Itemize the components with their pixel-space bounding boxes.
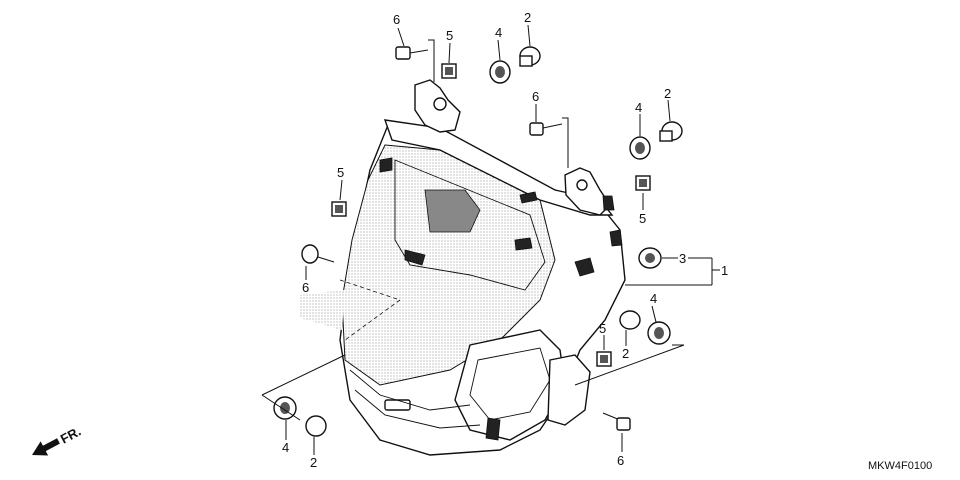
- callout-2: 2: [664, 86, 671, 101]
- drawing-code: MKW4F0100: [868, 460, 932, 472]
- headlight-assembly: [300, 79, 626, 456]
- bolt-6-lower: [602, 412, 631, 431]
- front-label: FR.: [58, 423, 84, 446]
- clip-5-right: [635, 175, 651, 191]
- grommet-4-lower-right: [647, 321, 671, 345]
- callout-2: 2: [622, 346, 629, 361]
- callout-6: 6: [532, 89, 539, 104]
- bolt-6-mid: [529, 122, 563, 136]
- leader-lines: [261, 24, 720, 455]
- collar-2-lower-right: [619, 310, 641, 330]
- callout-4: 4: [495, 25, 502, 40]
- collar-2-top: [519, 46, 541, 67]
- grommet-3: [638, 247, 662, 269]
- collar-2-bottom-left: [305, 415, 327, 437]
- callout-6: 6: [393, 12, 400, 27]
- callout-5: 5: [337, 165, 344, 180]
- clip-5-lower: [596, 351, 612, 367]
- front-arrow-icon: [32, 438, 60, 456]
- callout-4: 4: [650, 291, 657, 306]
- callout-5: 5: [639, 211, 646, 226]
- front-direction-marker: FR.: [32, 423, 84, 456]
- callout-3: 3: [679, 251, 686, 266]
- callout-2: 2: [310, 455, 317, 470]
- callout-labels: 6 5 4 2 6 4 2 5 5 6 3 1 4 5 2 6 4 2: [282, 10, 728, 470]
- collar-2-right: [659, 121, 683, 142]
- bolt-6-left: [301, 244, 335, 264]
- callout-4: 4: [635, 100, 642, 115]
- clip-5-top: [441, 63, 457, 79]
- bolt-6-top: [395, 46, 429, 60]
- callout-6: 6: [617, 453, 624, 468]
- grommet-4-right: [629, 136, 651, 160]
- callout-5: 5: [446, 28, 453, 43]
- callout-4: 4: [282, 440, 289, 455]
- callout-6: 6: [302, 280, 309, 295]
- callout-1: 1: [721, 263, 728, 278]
- callout-2: 2: [524, 10, 531, 25]
- callout-5: 5: [599, 321, 606, 336]
- grommet-4-top: [489, 60, 511, 84]
- clip-5-left: [331, 201, 347, 217]
